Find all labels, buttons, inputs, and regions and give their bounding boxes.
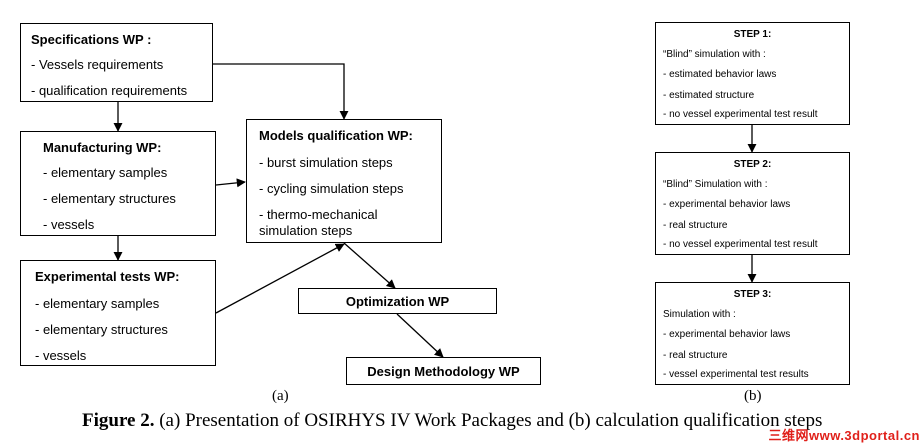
- design-methodology-wp-title: Design Methodology WP: [367, 364, 520, 379]
- manufacturing-wp-title: Manufacturing WP:: [43, 140, 162, 155]
- arrow-specs-to-models: [213, 63, 349, 120]
- figure-caption: Figure 2. (a) Presentation of OSIRHYS IV…: [82, 410, 822, 432]
- models-qualification-wp-title: Models qualification WP:: [259, 128, 413, 143]
- specifications-wp-title: Specifications WP :: [31, 32, 152, 47]
- step1-item: - estimated structure: [663, 90, 755, 101]
- step2-item: - experimental behavior laws: [663, 199, 791, 210]
- models-item: - burst simulation steps: [259, 155, 393, 170]
- models-item: - cycling simulation steps: [259, 181, 404, 196]
- arrow-manufacturing-to-models: [215, 178, 246, 188]
- step3-item: - real structure: [663, 350, 728, 361]
- specifications-item: - Vessels requirements: [31, 57, 164, 72]
- optimization-wp-box: Optimization WP: [298, 288, 497, 314]
- experimental-item: - elementary samples: [35, 296, 160, 311]
- models-item: - thermo-mechanical simulation steps: [259, 207, 378, 238]
- step3-box: STEP 3: Simulation with : - experimental…: [655, 282, 850, 385]
- manufacturing-wp-box: Manufacturing WP: - elementary samples -…: [20, 131, 216, 236]
- step1-box: STEP 1: “Blind” simulation with : - esti…: [655, 22, 850, 125]
- optimization-wp-title: Optimization WP: [345, 294, 450, 309]
- design-methodology-wp-box: Design Methodology WP: [346, 357, 541, 385]
- figure-caption-text: (a) Presentation of OSIRHYS IV Work Pack…: [154, 410, 823, 431]
- step1-title: STEP 1:: [733, 29, 772, 40]
- step2-item: - no vessel experimental test result: [663, 239, 818, 250]
- step3-item: - vessel experimental test results: [663, 369, 809, 380]
- panel-label-b: (b): [744, 388, 762, 404]
- arrow-experimental-to-models: [215, 243, 345, 314]
- specifications-wp-box: Specifications WP : - Vessels requiremen…: [20, 23, 213, 102]
- arrow-optimization-to-design: [396, 313, 444, 358]
- manufacturing-item: - vessels: [43, 217, 95, 232]
- step2-title: STEP 2:: [733, 159, 772, 170]
- step2-box: STEP 2: “Blind” Simulation with : - expe…: [655, 152, 850, 255]
- models-qualification-wp-box: Models qualification WP: - burst simulat…: [246, 119, 442, 243]
- step2-item: “Blind” Simulation with :: [663, 179, 768, 190]
- experimental-item: - vessels: [35, 348, 87, 363]
- specifications-item: - qualification requirements: [31, 83, 188, 98]
- step1-item: “Blind” simulation with :: [663, 49, 766, 60]
- arrow-models-to-optimization: [343, 242, 396, 289]
- figure-caption-prefix: Figure 2.: [82, 410, 155, 431]
- experimental-tests-wp-box: Experimental tests WP: - elementary samp…: [20, 260, 216, 366]
- watermark-text: 三维网www.3dportal.cn: [768, 428, 920, 443]
- experimental-tests-wp-title: Experimental tests WP:: [35, 269, 180, 284]
- step3-item: - experimental behavior laws: [663, 329, 791, 340]
- step3-title: STEP 3:: [733, 289, 772, 300]
- experimental-item: - elementary structures: [35, 322, 168, 337]
- step2-item: - real structure: [663, 220, 728, 231]
- panel-label-a: (a): [272, 388, 289, 404]
- manufacturing-item: - elementary structures: [43, 191, 176, 206]
- step1-item: - estimated behavior laws: [663, 69, 777, 80]
- manufacturing-item: - elementary samples: [43, 165, 168, 180]
- step1-item: - no vessel experimental test result: [663, 109, 818, 120]
- step3-item: Simulation with :: [663, 309, 736, 320]
